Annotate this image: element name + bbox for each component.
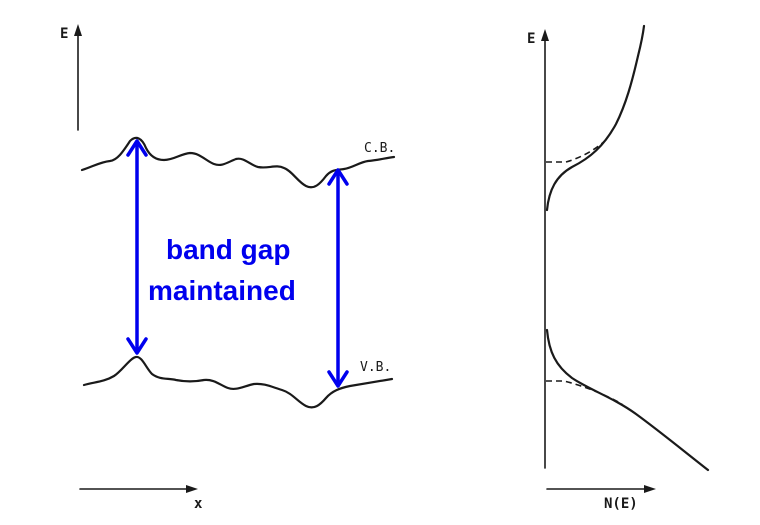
left-energy-axis-label: E: [60, 26, 68, 42]
left-gap-arrow-top-head: [126, 139, 148, 157]
right-energy-axis-arrowhead: [541, 29, 549, 41]
band-gap-annotation: band gap maintained: [126, 139, 349, 388]
conduction-band-ideal-edge: [546, 137, 609, 163]
left-panel: E x C.B. V.B.: [60, 24, 395, 512]
conduction-band-label: C.B.: [364, 141, 395, 156]
valence-band-dos-curve: [545, 328, 710, 472]
left-gap-arrow-bottom-head: [126, 337, 148, 355]
left-energy-axis-arrowhead: [74, 24, 82, 36]
right-energy-axis-label: E: [527, 31, 535, 47]
density-of-states-axis-arrowhead: [644, 485, 656, 493]
conduction-band-dos-curve: [545, 24, 646, 212]
position-axis-arrowhead: [186, 485, 198, 493]
density-of-states-axis-label: N(E): [604, 496, 638, 512]
right-gap-arrow-top-head: [327, 168, 349, 186]
position-axis-label: x: [194, 496, 203, 512]
valence-band-ideal-edge: [546, 380, 623, 405]
annotation-line-1: band gap: [166, 234, 290, 265]
annotation-line-2: maintained: [148, 275, 296, 306]
valence-band-label: V.B.: [360, 360, 391, 375]
valence-band-curve: [82, 355, 394, 409]
right-panel: E N(E): [527, 24, 710, 512]
conduction-band-curve: [80, 136, 396, 189]
right-gap-arrow-bottom-head: [327, 370, 349, 388]
